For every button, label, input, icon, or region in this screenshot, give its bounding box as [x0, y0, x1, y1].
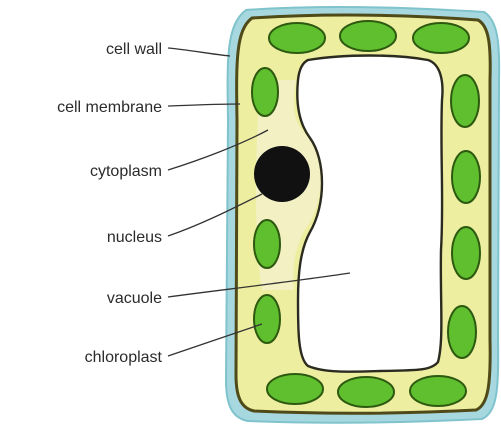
nucleus: [254, 146, 310, 202]
vacuole: [297, 56, 442, 372]
chloroplast: [413, 23, 469, 53]
chloroplast: [252, 68, 278, 116]
vacuole-label: vacuole: [107, 290, 162, 307]
chloroplast: [267, 374, 323, 404]
chloroplast: [448, 306, 476, 358]
cytoplasm-label: cytoplasm: [90, 163, 162, 180]
cell-wall-leader: [168, 48, 230, 56]
nucleus-label: nucleus: [107, 229, 162, 246]
chloroplast-label: chloroplast: [85, 349, 163, 366]
chloroplast: [269, 23, 325, 53]
chloroplast: [451, 75, 479, 127]
cell-wall-label: cell wall: [106, 41, 162, 58]
chloroplast: [340, 21, 396, 51]
chloroplast: [254, 295, 280, 343]
chloroplast: [452, 227, 480, 279]
cell-membrane-label: cell membrane: [57, 99, 162, 116]
chloroplast: [452, 151, 480, 203]
chloroplast: [338, 377, 394, 407]
chloroplast: [410, 376, 466, 406]
chloroplast: [254, 220, 280, 268]
